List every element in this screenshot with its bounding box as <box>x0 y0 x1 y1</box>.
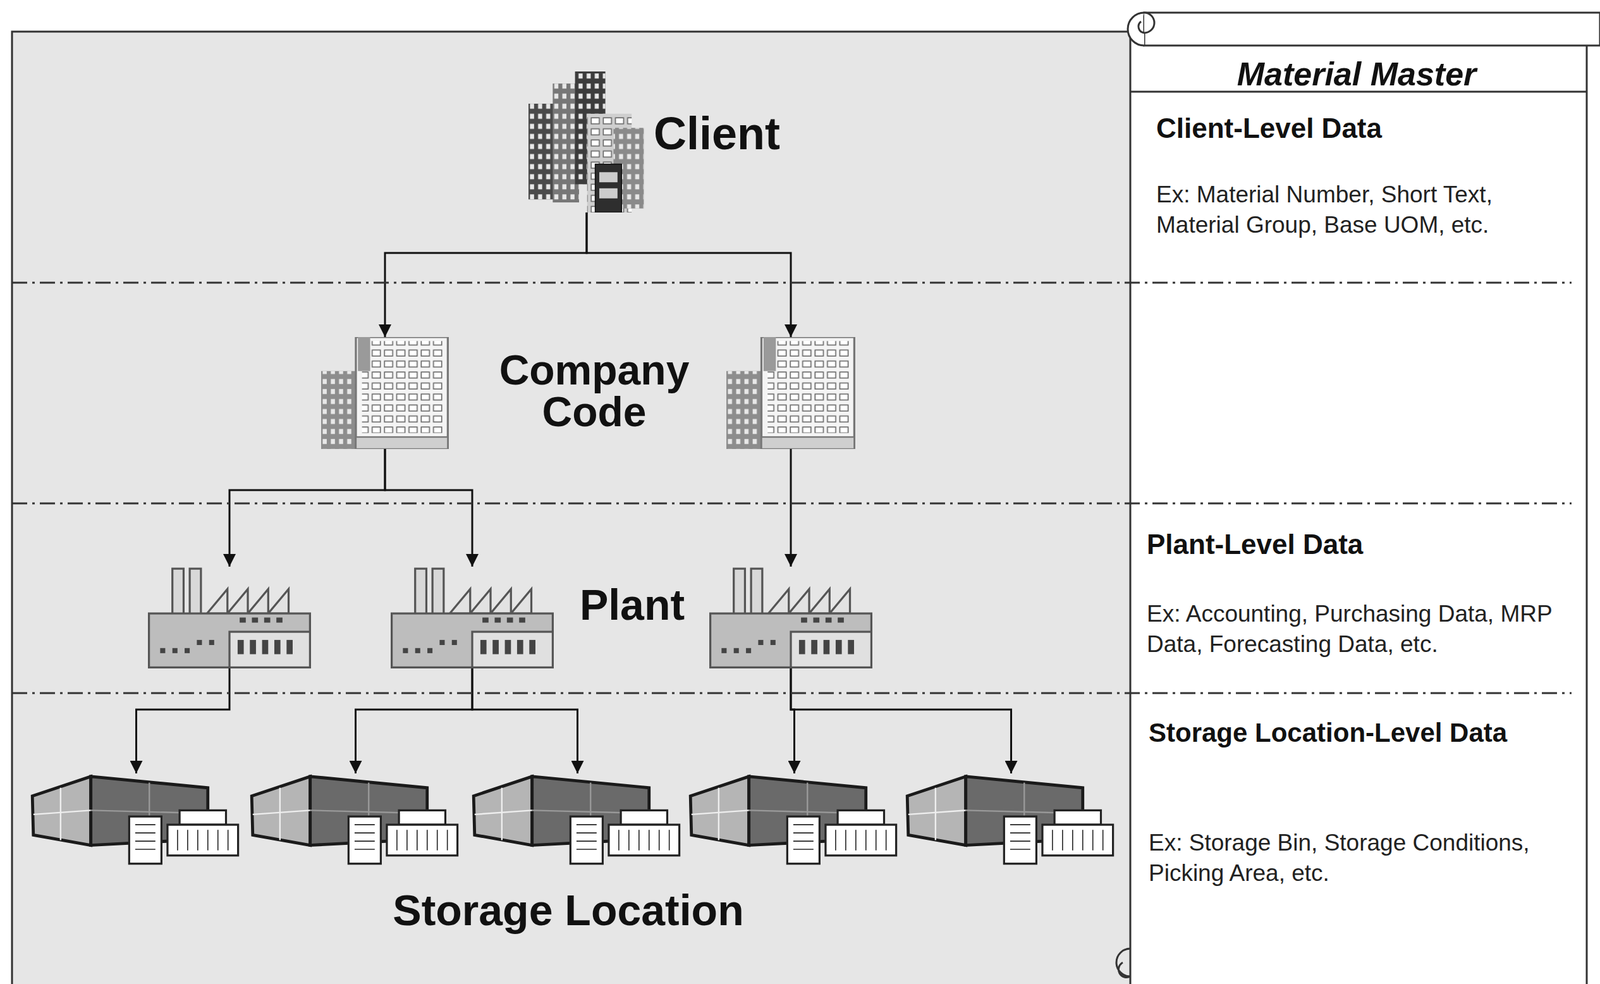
storage-icon <box>690 776 896 864</box>
hierarchy-arrow <box>355 668 473 774</box>
storage-location-node <box>249 773 462 866</box>
hierarchy-arrow <box>384 212 587 337</box>
storage-location-node <box>30 773 243 866</box>
level-divider <box>12 692 1572 695</box>
company-icon <box>726 336 855 449</box>
level-heading: Plant-Level Data <box>1146 525 1363 562</box>
client-icon <box>528 71 644 213</box>
hierarchy-arrow <box>790 668 1012 774</box>
panel-title: Material Master <box>1217 53 1496 97</box>
plant-icon <box>149 568 311 667</box>
storage-location-node <box>688 773 901 866</box>
hierarchy-arrow <box>790 448 793 567</box>
level-heading: Storage Location-Level Data <box>1148 715 1508 751</box>
level-divider <box>12 281 1572 284</box>
level-label: Storage Location <box>378 888 758 932</box>
level-example: Ex: Material Number, Short Text, Materia… <box>1156 179 1574 241</box>
scroll-outline <box>1116 12 1600 984</box>
plant-node <box>709 566 873 669</box>
hierarchy-arrow <box>136 668 231 774</box>
hierarchy-arrow <box>229 448 385 567</box>
level-heading: Client-Level Data <box>1156 109 1382 147</box>
storage-icon <box>907 776 1113 864</box>
level-divider <box>12 502 1572 505</box>
level-label: Plant <box>562 582 702 626</box>
level-label: Company Code <box>474 348 715 433</box>
level-panel <box>12 31 1132 984</box>
company-code-node <box>321 336 449 449</box>
storage-location-node <box>471 773 684 866</box>
plant-icon <box>710 568 872 667</box>
material-master-scroll: Material MasterClient-Level DataEx: Mate… <box>1118 7 1600 984</box>
client-node: Client <box>528 71 645 213</box>
node-title: Client <box>653 104 781 164</box>
level-example: Ex: Storage Bin, Storage Conditions, Pic… <box>1148 827 1579 889</box>
hierarchy-arrow <box>384 448 473 567</box>
company-icon <box>321 336 448 449</box>
plant-node <box>147 566 312 669</box>
company-code-node <box>726 336 856 449</box>
hierarchy-arrow <box>472 668 578 774</box>
plant-node <box>390 566 554 669</box>
storage-icon <box>251 776 458 864</box>
plant-icon <box>391 568 554 667</box>
level-example: Ex: Accounting, Purchasing Data, MRP Dat… <box>1146 598 1577 660</box>
hierarchy-arrow <box>586 212 791 337</box>
storage-icon <box>32 776 238 864</box>
storage-icon <box>473 776 679 864</box>
storage-location-node <box>905 773 1118 866</box>
